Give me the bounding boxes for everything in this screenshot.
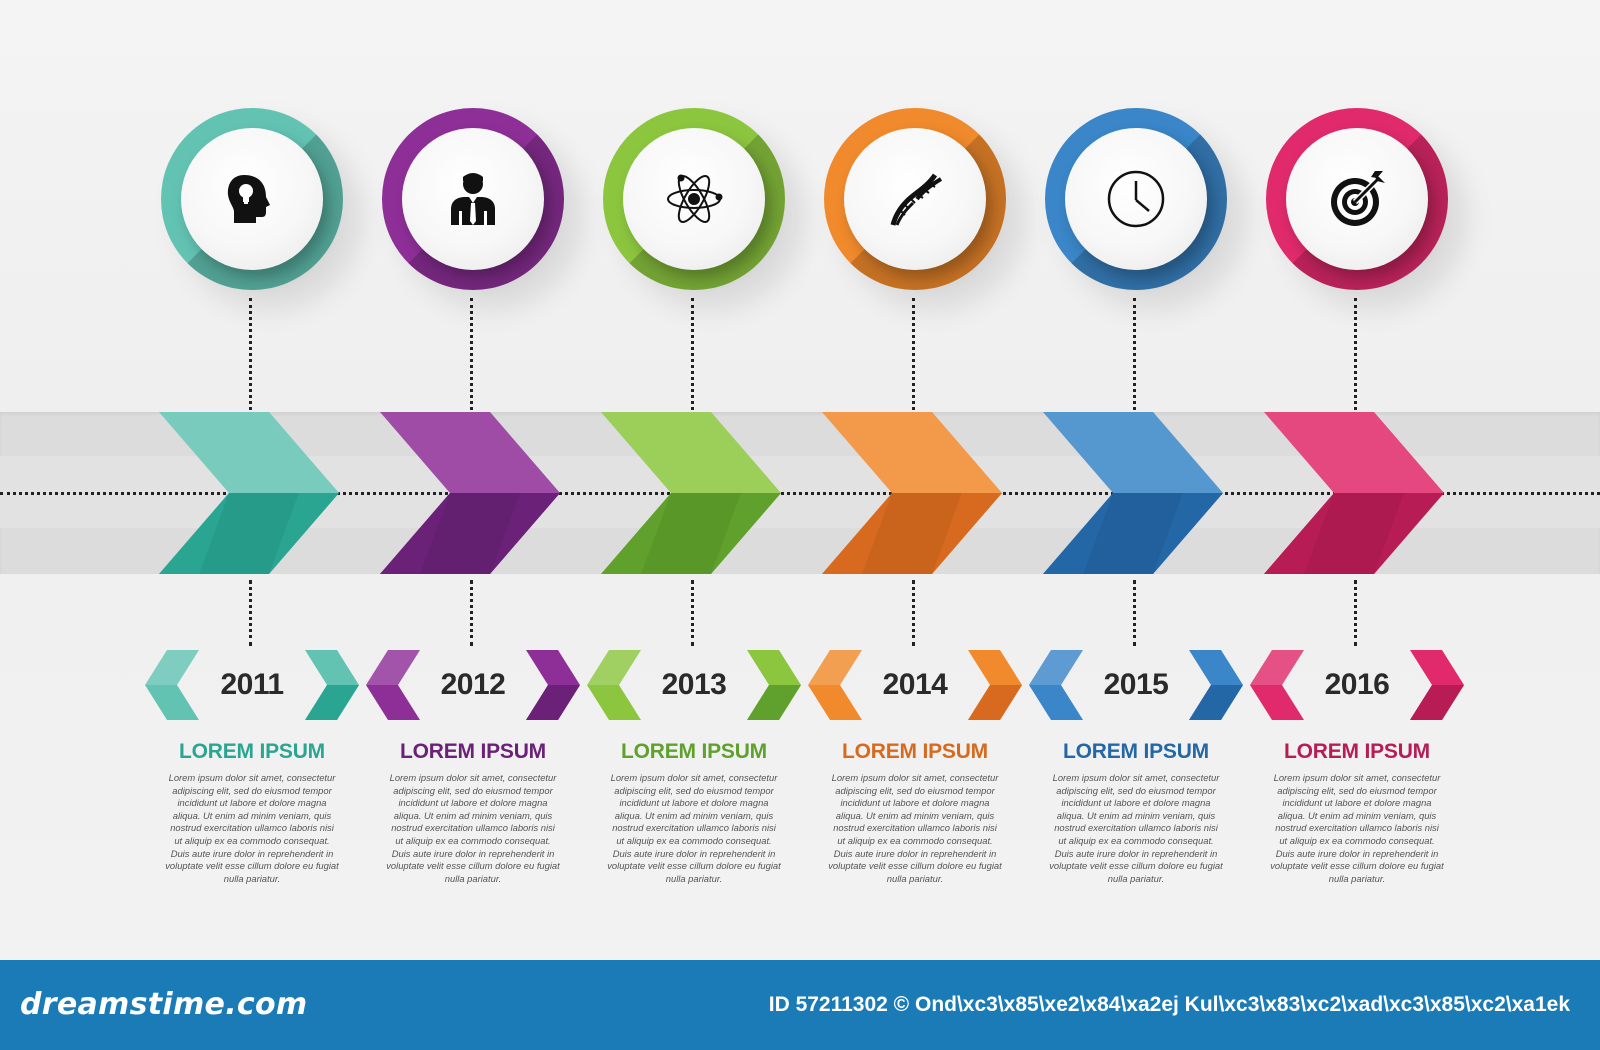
milestone-circle: [161, 108, 343, 290]
image-credit: ID 57211302 © Ond\xc3\x85\xe2\x84\xa2ej …: [768, 993, 1570, 1016]
connector-bottom: [1133, 580, 1136, 646]
timeline-dotted-line: [0, 492, 1600, 495]
step-description: Lorem ipsum dolor sit amet, consectetur …: [165, 772, 339, 884]
connector-bottom: [912, 580, 915, 646]
milestone-circle: [1045, 108, 1227, 290]
milestone-circle: [1266, 108, 1448, 290]
milestone-circle: [382, 108, 564, 290]
step-title: LOREM IPSUM: [400, 740, 546, 763]
step-title: LOREM IPSUM: [1063, 740, 1209, 763]
connector-top: [470, 298, 473, 410]
year-label: 2011: [220, 668, 284, 701]
milestone-disc: [623, 128, 765, 270]
connector-top: [912, 298, 915, 410]
step-title: LOREM IPSUM: [179, 740, 325, 763]
step-description: Lorem ipsum dolor sit amet, consectetur …: [386, 772, 560, 884]
step-description: Lorem ipsum dolor sit amet, consectetur …: [1270, 772, 1444, 884]
year-badge: 2011: [141, 650, 363, 720]
year-badge: 2012: [362, 650, 584, 720]
connector-top: [1133, 298, 1136, 410]
connector-top: [1354, 298, 1357, 410]
connector-top: [691, 298, 694, 410]
milestone-disc: [1065, 128, 1207, 270]
chevron-arrow: [1264, 412, 1444, 574]
step-title: LOREM IPSUM: [842, 740, 988, 763]
year-badge: 2014: [804, 650, 1026, 720]
milestone-circle: [824, 108, 1006, 290]
chevron-arrow: [822, 412, 1002, 574]
year-label: 2013: [661, 668, 727, 701]
milestone-disc: [181, 128, 323, 270]
step-description: Lorem ipsum dolor sit amet, consectetur …: [828, 772, 1002, 884]
milestone-disc: [1286, 128, 1428, 270]
year-label: 2016: [1324, 668, 1390, 701]
connector-bottom: [249, 580, 252, 646]
chevron-arrow: [601, 412, 781, 574]
chevron-arrow: [380, 412, 560, 574]
connector-bottom: [1354, 580, 1357, 646]
year-badge: 2016: [1246, 650, 1468, 720]
year-badge: 2013: [583, 650, 805, 720]
milestone-disc: [844, 128, 986, 270]
year-label: 2012: [440, 668, 506, 701]
brand-logo: dreamstime.com: [20, 987, 308, 1022]
step-title: LOREM IPSUM: [621, 740, 767, 763]
connector-top: [249, 298, 252, 410]
connector-bottom: [470, 580, 473, 646]
chevron-arrow: [1043, 412, 1223, 574]
chevron-arrow: [159, 412, 339, 574]
connector-bottom: [691, 580, 694, 646]
milestone-disc: [402, 128, 544, 270]
year-badge: 2015: [1025, 650, 1247, 720]
footer-bar: dreamstime.com ID 57211302 © Ond\xc3\x85…: [0, 960, 1600, 1050]
step-description: Lorem ipsum dolor sit amet, consectetur …: [1049, 772, 1223, 884]
step-description: Lorem ipsum dolor sit amet, consectetur …: [607, 772, 781, 884]
year-label: 2014: [882, 668, 948, 701]
step-title: LOREM IPSUM: [1284, 740, 1430, 763]
milestone-circle: [603, 108, 785, 290]
year-label: 2015: [1103, 668, 1169, 701]
